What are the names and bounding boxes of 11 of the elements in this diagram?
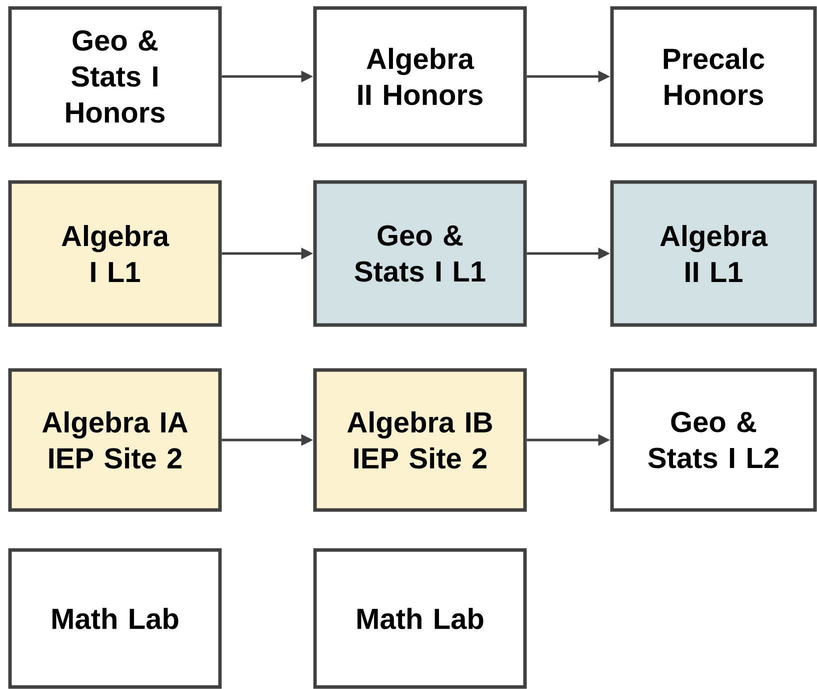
course-box: Algebra II L1: [610, 180, 817, 327]
course-box: Precalc Honors: [610, 6, 817, 147]
course-box: Algebra IB IEP Site 2: [313, 368, 527, 512]
course-box: Geo & Stats I L2: [610, 368, 817, 512]
course-box: Algebra IA IEP Site 2: [8, 368, 222, 512]
course-box: Algebra I L1: [8, 180, 222, 327]
course-box: Geo & Stats I L1: [313, 180, 527, 327]
course-box: Math Lab: [313, 548, 527, 689]
course-box: Math Lab: [8, 548, 222, 689]
course-box: Geo & Stats I Honors: [8, 6, 222, 147]
course-box: Algebra II Honors: [313, 6, 527, 147]
